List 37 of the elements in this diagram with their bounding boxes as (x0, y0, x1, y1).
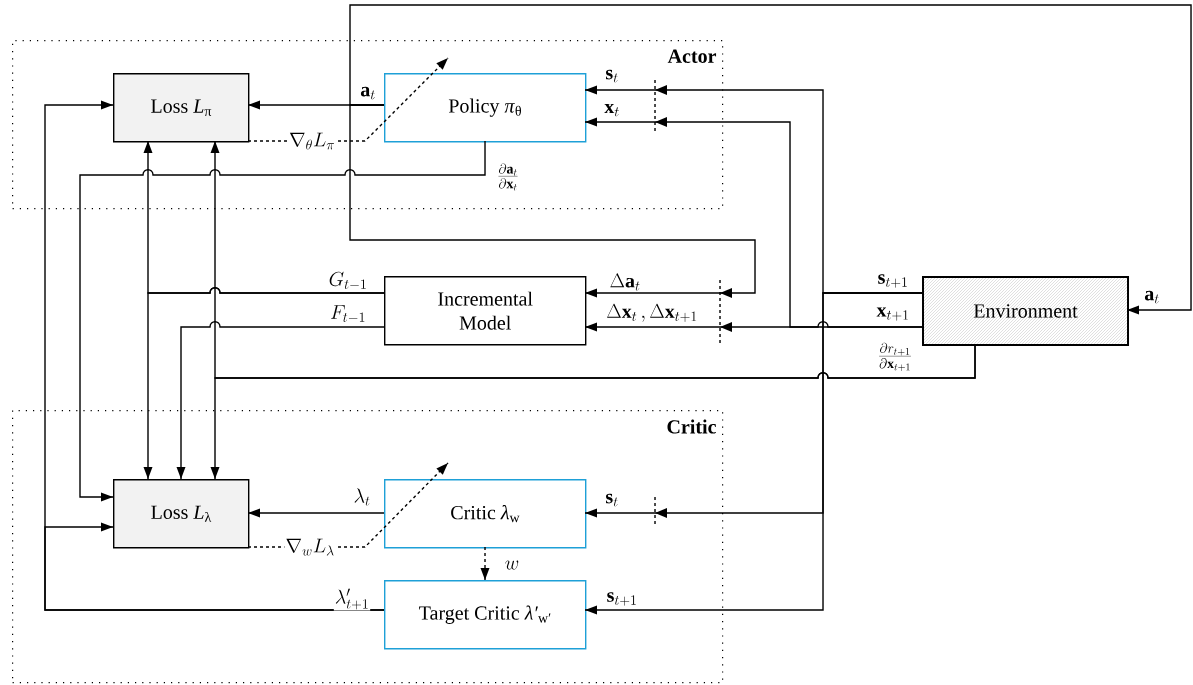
edge-label: $\lambda'_{t+1}$ (333, 587, 371, 611)
edge-label: $\frac{\partial \mathbf{a}_t}{\partial \mathbf{x}_t}$ (496, 162, 520, 192)
port-label: $\frac{\partial r_{t+1}}{\partial \mathbf{x}_{t+1}}$ (879, 342, 911, 372)
network-box: Critic λ$_{w}$ (384, 479, 587, 549)
edge-label: $G_{t-1}$ (327, 271, 369, 291)
arrow (210, 343, 976, 480)
arrow (349, 104, 756, 298)
arrow (143, 287, 385, 480)
arrow (247, 508, 385, 518)
edge-label: $\mathbf{a}_t$ (1143, 289, 1161, 305)
loss-box: Loss L$_{π}$ (113, 73, 250, 143)
edge-label: $\Delta\mathbf{a}_t$ (608, 272, 642, 292)
network-box: Policy π$_{θ}$ (384, 73, 587, 143)
arrow (176, 321, 385, 480)
port-label: $\mathbf{s}_{t+1}$ (878, 274, 907, 288)
edge-label: $\nabla_w L_\lambda$ (284, 537, 336, 557)
arrow (44, 522, 385, 611)
edge-label: $\nabla_\theta L_\pi$ (288, 131, 337, 151)
edge-label: $\mathbf{a}_t$ (359, 85, 377, 101)
environment-box: Environment (922, 276, 1129, 346)
edge-label: $F_{t-1}$ (329, 304, 367, 324)
arrow (349, 4, 1192, 315)
edge-label: $\mathbf{s}_t$ (604, 492, 620, 508)
port-label: $\mathbf{x}_{t+1}$ (876, 307, 908, 321)
model-box: Incremental Model (384, 276, 587, 346)
edge-label: $\mathbf{s}_{t+1}$ (605, 591, 639, 607)
arrow (584, 292, 923, 615)
edge-label: $\Delta\mathbf{x}_t\,,\Delta\mathbf{x}_{t+1}$ (605, 303, 699, 323)
edge-label: $\mathbf{x}_t$ (603, 102, 621, 118)
loss-box: Loss L$_{λ}$ (113, 479, 250, 549)
network-box: Target Critic λ′$_{w′}$ (384, 580, 587, 650)
edge-label: $\lambda_t$ (352, 487, 372, 507)
dashed-arrow (480, 546, 490, 581)
edge-label: $w$ (503, 559, 521, 571)
arrow (584, 321, 923, 332)
arrow (79, 140, 486, 502)
edge-label: $\mathbf{s}_t$ (604, 68, 620, 84)
